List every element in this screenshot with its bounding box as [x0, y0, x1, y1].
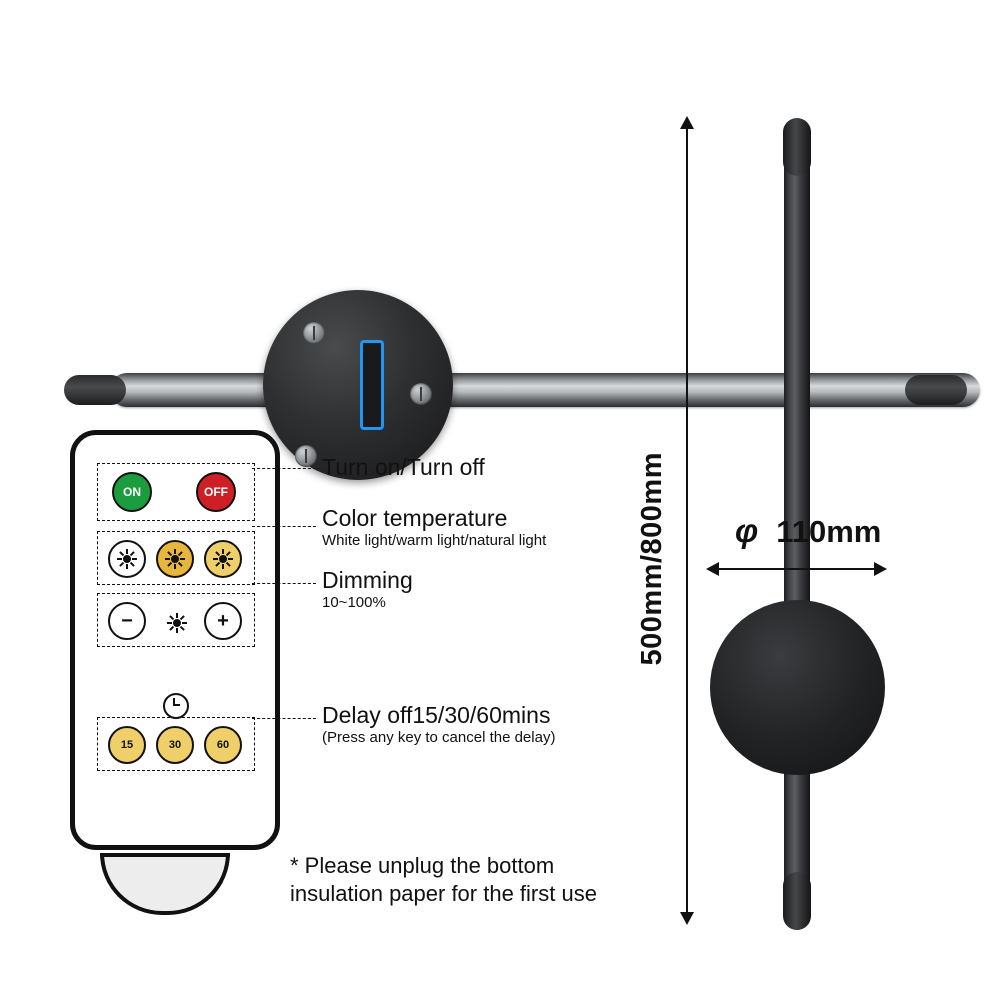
diameter-dimension-label: φ 110mm	[735, 512, 881, 550]
callout-dimming-sub: 10~100%	[322, 594, 386, 612]
usage-note: * Please unplug the bottom insulation pa…	[290, 852, 670, 908]
dim-minus-button[interactable]: −	[108, 602, 146, 640]
height-arrow-bottom	[680, 912, 694, 925]
callout-delay: Delay off15/30/60mins (Press any key to …	[322, 703, 555, 746]
lamp-bar-vertical	[784, 120, 810, 930]
height-dimension-label: 500mm/800mm	[636, 452, 668, 666]
color-temp-warm-button[interactable]	[156, 540, 194, 578]
dimming-group: − +	[97, 593, 255, 647]
sun-icon	[117, 549, 137, 569]
callout-delay-title: Delay off15/30/60mins	[322, 702, 551, 728]
diameter-arrow-right	[874, 562, 887, 576]
dim-plus-button[interactable]: +	[204, 602, 242, 640]
callout-dimming-title: Dimming	[322, 567, 413, 593]
callout-dimming: Dimming 10~100%	[322, 568, 413, 611]
lamp-end-cap-left	[64, 375, 126, 405]
phi-symbol: φ	[735, 512, 759, 549]
usage-note-line2: insulation paper for the first use	[290, 881, 597, 907]
product-side-illustration	[640, 100, 980, 940]
height-arrow-top	[680, 116, 694, 129]
lamp-bar-horizontal	[110, 373, 980, 407]
diameter-arrow-left	[706, 562, 719, 576]
blue-indicator-slot	[360, 340, 384, 430]
remote-battery-insulation-tab	[100, 853, 230, 915]
leader-line-dimming	[252, 583, 316, 584]
lamp-mount-disc-side	[710, 600, 885, 775]
callout-power-title: Turn on/Turn off	[322, 454, 485, 480]
color-temp-natural-button[interactable]	[204, 540, 242, 578]
diameter-value: 110mm	[776, 514, 882, 549]
timer-15-button[interactable]: 15	[108, 726, 146, 764]
timer-60-button[interactable]: 60	[204, 726, 242, 764]
product-top-illustration	[50, 100, 980, 480]
power-button-group: ON OFF	[97, 463, 255, 521]
lamp-end-cap-bottom	[783, 872, 811, 930]
color-temperature-group	[97, 531, 255, 585]
screw-icon	[303, 322, 325, 344]
callout-color-temp-sub: White light/warm light/natural light	[322, 532, 547, 550]
clock-icon	[163, 693, 189, 719]
usage-note-line1: * Please unplug the bottom	[290, 853, 555, 878]
remote-off-button[interactable]: OFF	[196, 472, 236, 512]
leader-line-power	[252, 468, 316, 469]
leader-line-delay	[252, 718, 316, 719]
leader-line-color-temp	[252, 526, 316, 527]
remote-on-button[interactable]: ON	[112, 472, 152, 512]
remote-control: ON OFF − + 15	[70, 430, 280, 915]
screw-icon	[410, 383, 432, 405]
lamp-end-cap-right	[905, 375, 967, 405]
delay-timer-group: 15 30 60	[97, 717, 255, 771]
callout-color-temp-title: Color temperature	[322, 505, 508, 531]
color-temp-white-button[interactable]	[108, 540, 146, 578]
screw-icon	[295, 445, 317, 467]
callout-color-temp: Color temperature White light/warm light…	[322, 506, 546, 549]
brightness-icon	[164, 612, 190, 634]
diameter-dimension-line	[716, 568, 876, 570]
sun-icon	[165, 549, 185, 569]
timer-30-button[interactable]: 30	[156, 726, 194, 764]
height-dimension-line	[686, 126, 688, 916]
callout-delay-sub: (Press any key to cancel the delay)	[322, 729, 556, 747]
sun-icon	[213, 549, 233, 569]
lamp-end-cap-top	[783, 118, 811, 176]
callout-power: Turn on/Turn off	[322, 455, 485, 479]
